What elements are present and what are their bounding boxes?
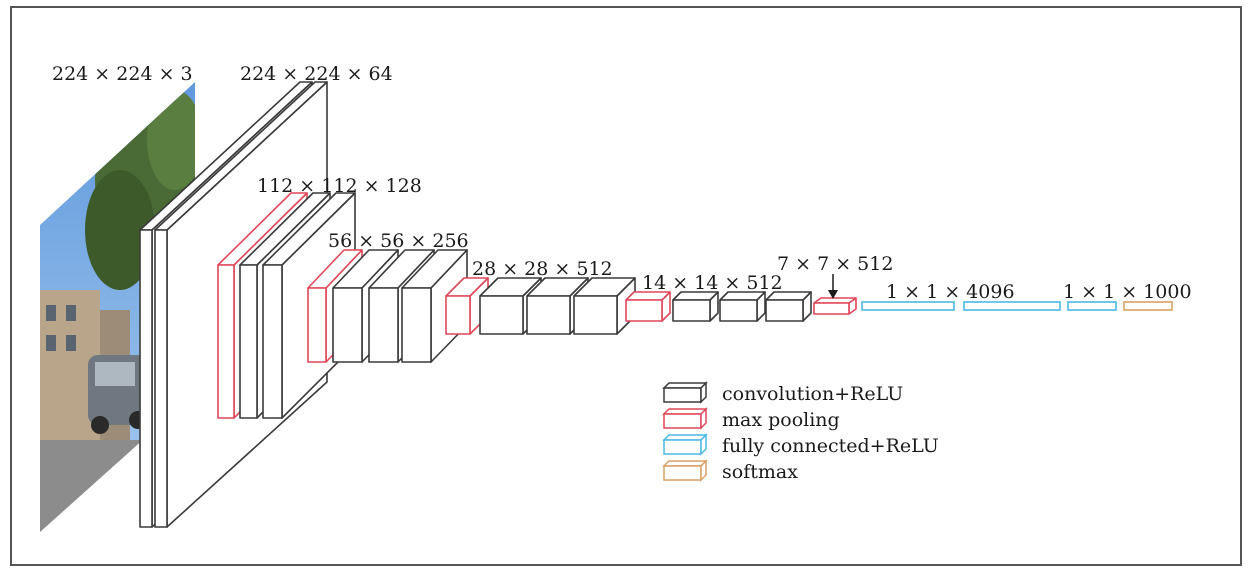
- legend-pool-swatch-icon: [662, 407, 708, 430]
- conv2-size-label: 112 × 112 × 128: [257, 175, 422, 197]
- conv5-block: [625, 291, 812, 322]
- input-size-label: 224 × 224 × 3: [52, 63, 193, 85]
- fc-size-label: 1 × 1 × 4096: [886, 281, 1015, 303]
- fc-layers: [861, 301, 1117, 311]
- fc8-layer: [1067, 301, 1117, 311]
- legend-label-conv: convolution+ReLU: [722, 383, 903, 405]
- legend-softmax-swatch-icon: [662, 459, 708, 482]
- conv4-block: [445, 277, 636, 335]
- conv4-size-label: 28 × 28 × 512: [472, 258, 613, 280]
- fc6-layer: [861, 301, 955, 311]
- conv3-block: [307, 249, 468, 363]
- legend-item-pool: max pooling: [662, 407, 840, 431]
- legend-label-softmax: softmax: [722, 461, 798, 483]
- legend-label-pool: max pooling: [722, 409, 840, 431]
- pool5-size-label: 7 × 7 × 512: [777, 253, 893, 275]
- conv3-size-label: 56 × 56 × 256: [328, 230, 469, 252]
- legend-item-fc: fully connected+ReLU: [662, 433, 939, 457]
- legend-conv-swatch-icon: [662, 381, 708, 404]
- fc7-layer: [963, 301, 1061, 311]
- softmax-layer: [1123, 301, 1173, 311]
- legend: convolution+ReLU max pooling fully conne…: [662, 381, 939, 483]
- legend-fc-swatch-icon: [662, 433, 708, 456]
- pool5-block: [813, 297, 857, 315]
- softmax-size-label: 1 × 1 × 1000: [1063, 281, 1192, 303]
- pool5-arrow: [828, 274, 838, 299]
- conv1-size-label: 224 × 224 × 64: [240, 63, 393, 85]
- legend-label-fc: fully connected+ReLU: [722, 435, 939, 457]
- legend-item-softmax: softmax: [662, 459, 798, 483]
- conv5-size-label: 14 × 14 × 512: [642, 272, 783, 294]
- legend-item-conv: convolution+ReLU: [662, 381, 903, 405]
